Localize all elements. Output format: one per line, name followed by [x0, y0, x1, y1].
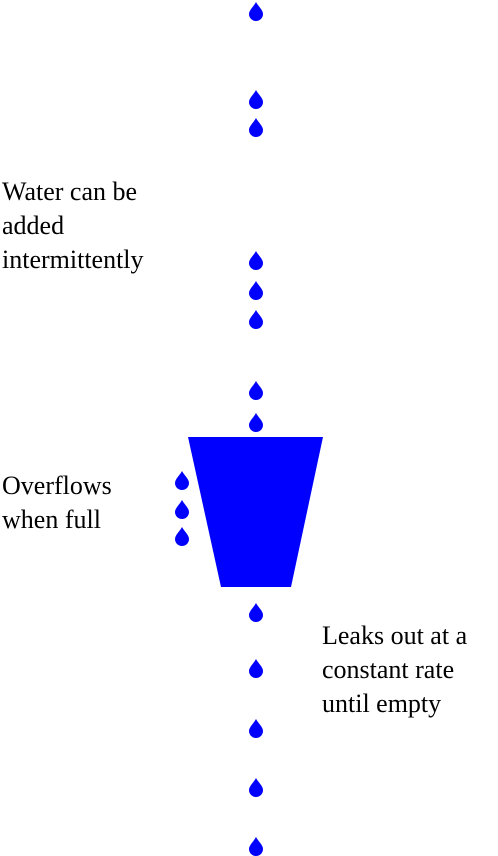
water-added-line-3: intermittently	[2, 245, 144, 274]
incoming-water-drop-icon	[249, 281, 263, 300]
leaking-water-drop-icon	[249, 837, 263, 856]
incoming-water-drop-icon	[249, 2, 263, 21]
water-added-line-1: Water can be	[2, 177, 138, 206]
overflow-line-1: Overflows	[2, 471, 112, 500]
incoming-water-drop-icon	[249, 310, 263, 329]
incoming-water-drop-icon	[249, 251, 263, 270]
overflow-drops	[175, 471, 189, 546]
leaky-bucket-icon	[188, 437, 323, 587]
leak-label: Leaks out at a constant rate until empty	[322, 619, 467, 721]
leaking-water-drop-icon	[249, 659, 263, 678]
leaking-water-drop-icon	[249, 719, 263, 738]
overflow-label: Overflows when full	[2, 469, 112, 537]
overflow-line-2: when full	[2, 505, 101, 534]
incoming-water-drop-icon	[249, 118, 263, 137]
overflow-water-drop-icon	[175, 471, 189, 490]
incoming-water-drop-icon	[249, 90, 263, 109]
leak-line-2: constant rate	[322, 655, 455, 684]
incoming-water-drop-icon	[249, 381, 263, 400]
leaking-water-drop-icon	[249, 603, 263, 622]
water-added-line-2: added	[2, 211, 65, 240]
leak-line-1: Leaks out at a	[322, 621, 468, 650]
incoming-drops	[249, 2, 263, 432]
leaking-drops	[249, 603, 263, 856]
overflow-water-drop-icon	[175, 500, 189, 519]
leak-line-3: until empty	[322, 689, 442, 718]
leaking-water-drop-icon	[249, 778, 263, 797]
water-added-label: Water can be added intermittently	[2, 175, 144, 277]
incoming-water-drop-icon	[249, 413, 263, 432]
overflow-water-drop-icon	[175, 527, 189, 546]
